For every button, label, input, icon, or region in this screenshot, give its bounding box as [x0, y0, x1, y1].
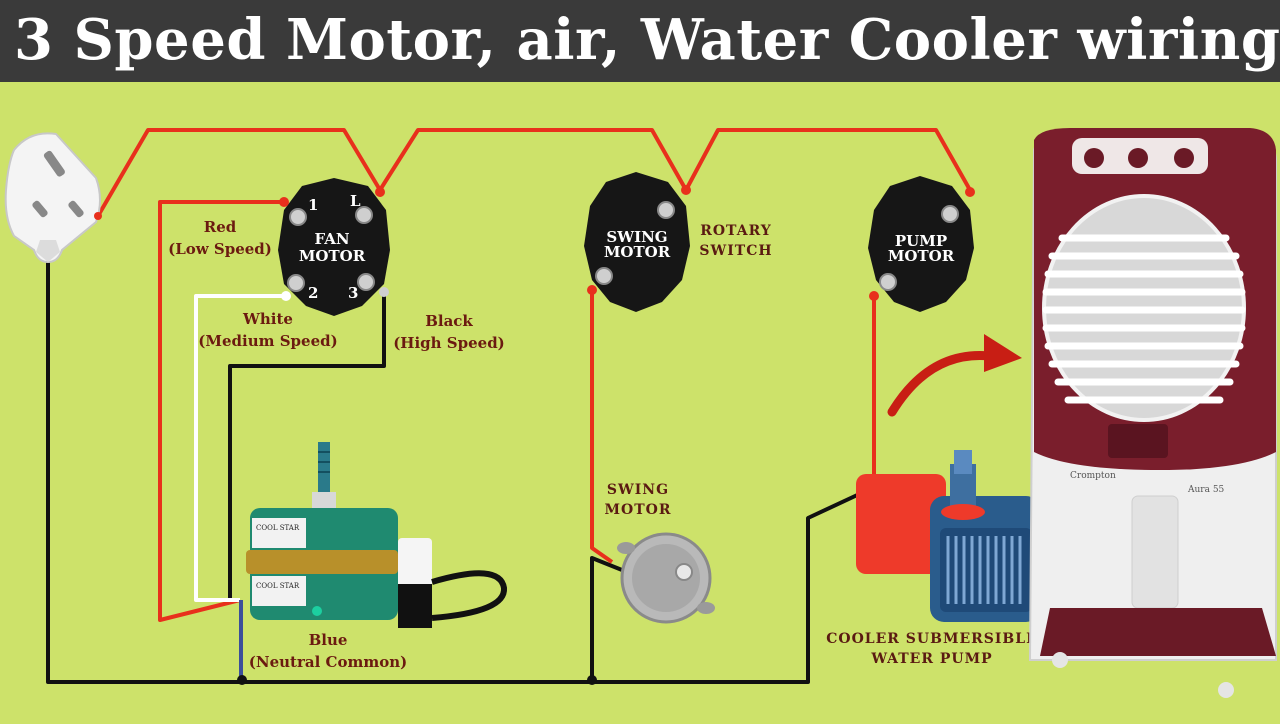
junction-dot	[587, 675, 597, 685]
neutral-wires	[46, 225, 869, 684]
black-wire-label: Black	[425, 312, 473, 330]
fan-motor-switch: 1 L 2 3 FAN MOTOR	[278, 178, 390, 316]
plug-icon	[4, 132, 102, 264]
swing-live-wire	[590, 290, 614, 564]
swing-neutral-wire	[590, 556, 623, 682]
wiring-diagram: 1 L 2 3 FAN MOTOR SWING MOTOR PUMP MOTOR…	[0, 82, 1280, 720]
pump-switch-label-1: PUMP	[895, 232, 947, 250]
terminal-1-label: 1	[308, 196, 318, 214]
swing-switch-label-1: SWING	[606, 228, 667, 246]
air-cooler: Crompton Aura 55	[1028, 128, 1277, 698]
white-wire-sublabel: (Medium Speed)	[198, 332, 337, 350]
red-wire-sublabel: (Low Speed)	[168, 240, 272, 258]
high-speed-wire	[228, 292, 386, 598]
fan-motor: COOL STAR COOL STAR	[246, 442, 507, 628]
swing-motor-label: SWING	[607, 482, 669, 498]
terminal-l-label: L	[350, 192, 361, 210]
red-wire-label: Red	[204, 218, 237, 236]
fan-switch-label-1: FAN	[314, 230, 349, 248]
black-wire-sublabel: (High Speed)	[393, 334, 505, 352]
pump-motor-switch: PUMP MOTOR	[868, 176, 975, 312]
swing-motor	[617, 532, 715, 624]
rotary-switch-sublabel: SWITCH	[699, 243, 772, 259]
neutral-main-wire	[46, 225, 869, 684]
water-pump-label: COOLER SUBMERSIBLE	[826, 631, 1038, 647]
water-pump-sublabel: WATER PUMP	[870, 651, 992, 667]
page-title: 3 Speed Motor, air, Water Cooler wiring	[14, 7, 1280, 73]
water-pump	[856, 450, 1040, 622]
cooler-knob-1	[1084, 148, 1104, 168]
cooler-knob-3	[1174, 148, 1194, 168]
pump-switch-label-2: MOTOR	[888, 247, 955, 265]
blue-wire-label: Blue	[309, 631, 348, 649]
fan-switch-label-2: MOTOR	[299, 247, 366, 265]
diagram-svg: 1 L 2 3 FAN MOTOR SWING MOTOR PUMP MOTOR…	[4, 128, 1277, 698]
blue-wire-sublabel: (Neutral Common)	[249, 653, 407, 671]
swing-switch-label-2: MOTOR	[604, 243, 671, 261]
medium-speed-wire	[194, 294, 286, 602]
live-wires	[96, 128, 972, 622]
title-bar: 3 Speed Motor, air, Water Cooler wiring	[0, 0, 1280, 82]
arrow-icon	[887, 334, 1022, 417]
live-supply-wire	[96, 128, 972, 218]
cooler-brand: Crompton	[1070, 471, 1116, 481]
motor-brand-label: COOL STAR	[256, 524, 300, 532]
terminal-3-label: 3	[348, 284, 358, 302]
motor-brand-label-2: COOL STAR	[256, 582, 300, 590]
terminal-2-label: 2	[308, 284, 318, 302]
rotary-switch-label: ROTARY	[700, 223, 772, 239]
white-wire-label: White	[242, 310, 293, 328]
cooler-knob-2	[1128, 148, 1148, 168]
cooler-model: Aura 55	[1187, 485, 1225, 495]
swing-motor-switch: SWING MOTOR	[584, 172, 691, 312]
low-speed-wire	[158, 200, 284, 622]
swing-motor-sublabel: MOTOR	[605, 502, 672, 518]
junction-dot	[237, 675, 247, 685]
